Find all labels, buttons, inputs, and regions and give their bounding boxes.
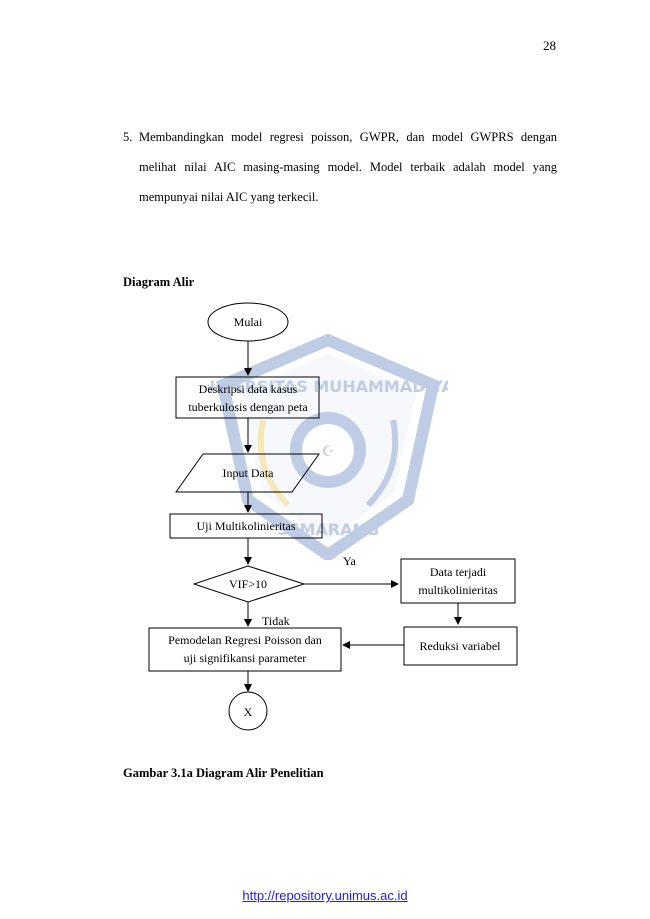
process-box-modeling [148, 627, 342, 672]
numbered-list-item: 5. Membandingkan model regresi poisson, … [123, 122, 557, 212]
no-label: Tidak [262, 614, 290, 628]
input-data-parallelogram [175, 453, 320, 493]
section-title: Diagram Alir [123, 275, 195, 289]
input-label: Input Data [223, 466, 275, 480]
connector-label: X [244, 705, 253, 719]
model-line1: Pemodelan Regresi Poisson dan [168, 633, 322, 647]
connector-circle [228, 691, 268, 731]
list-item-number: 5. [123, 130, 133, 144]
model-line2: uji signifikansi parameter [184, 651, 307, 665]
step1-line1: Deskripsi data kasus [199, 382, 298, 396]
process-box-reduce [403, 626, 518, 666]
reduce-label: Reduksi variabel [420, 639, 502, 653]
step1-line2: tuberkulosis dengan peta [188, 400, 308, 414]
process-box-multicollinearity [169, 513, 323, 539]
step2-label: Uji Multikolinieritas [197, 519, 296, 533]
page-number: 28 [543, 38, 556, 53]
repository-link[interactable]: http://repository.unimus.ac.id [242, 888, 408, 903]
figure-caption: Gambar 3.1a Diagram Alir Penelitian [123, 766, 324, 780]
yes-box-line2: multikolinieritas [418, 583, 498, 597]
start-label: Mulai [234, 315, 263, 329]
decision-label: VIF>10 [229, 577, 267, 591]
list-item-text: Membandingkan model regresi poisson, GWP… [139, 130, 557, 204]
yes-box-line1: Data terjadi [430, 565, 487, 579]
yes-label: Ya [343, 554, 356, 568]
